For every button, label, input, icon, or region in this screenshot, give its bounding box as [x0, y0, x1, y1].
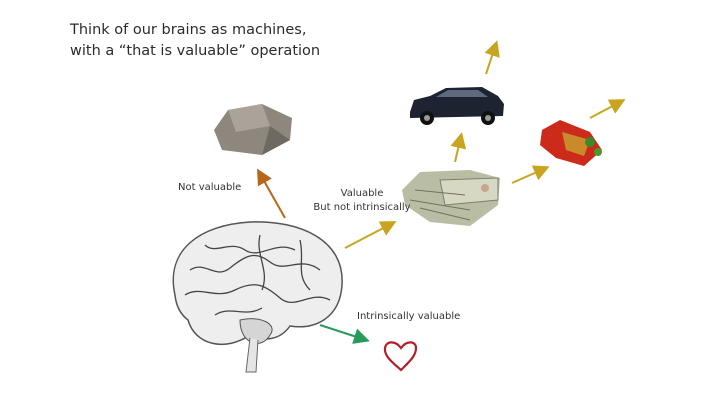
arrow-car-onward: [484, 40, 500, 75]
brain-image: [172, 221, 343, 373]
rock-image: [214, 104, 292, 155]
arrow-not-valuable: [257, 168, 286, 219]
arrow-to-money: [344, 221, 397, 249]
label-not-valuable: Not valuable: [178, 182, 242, 193]
title-line-2: with a “that is valuable” operation: [70, 43, 321, 59]
label-intrinsically-valuable: Intrinsically valuable: [357, 311, 461, 322]
heart-icon: [383, 341, 418, 372]
car-image: [410, 87, 504, 125]
label-valuable-line-2: But not intrinsically: [313, 202, 411, 213]
label-valuable-line-1: Valuable: [340, 188, 384, 199]
money-image: [402, 170, 500, 226]
arrow-food-onward: [589, 99, 626, 119]
arrow-money-to-car: [450, 132, 467, 163]
slide-title: Think of our brains as machines, with a …: [70, 20, 320, 62]
label-valuable: Valuable But not intrinsically: [306, 187, 418, 215]
title-line-1: Think of our brains as machines,: [70, 22, 307, 38]
food-image: [540, 120, 602, 166]
arrow-intrinsic: [319, 324, 370, 344]
arrow-money-to-food: [511, 165, 550, 184]
